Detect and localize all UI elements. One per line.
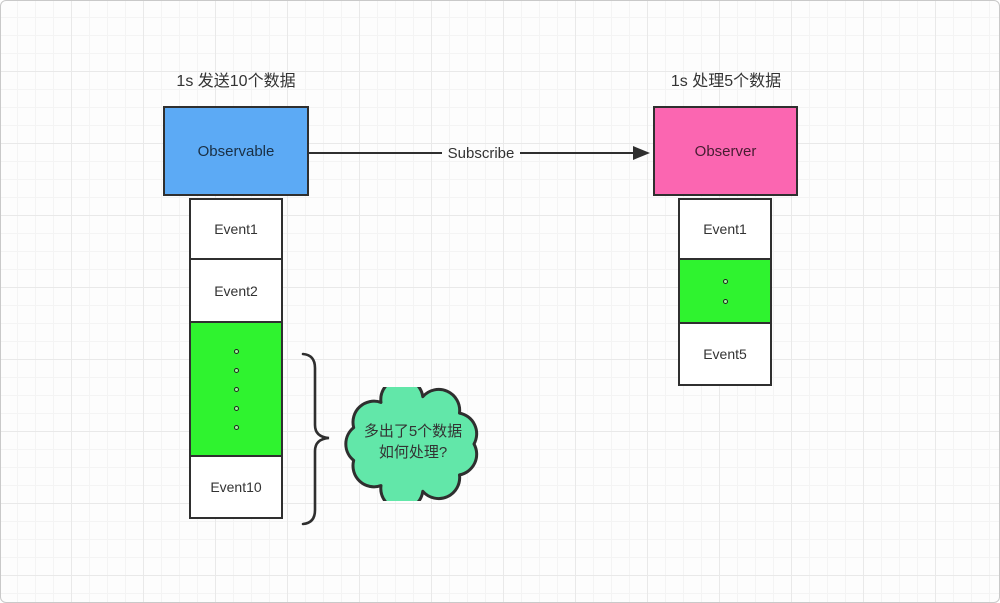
observer-box: Observer bbox=[653, 106, 798, 196]
right-event-5: Event5 bbox=[678, 322, 772, 386]
observable-caption: 1s 发送10个数据 bbox=[176, 73, 296, 90]
observer-caption: 1s 处理5个数据 bbox=[670, 73, 782, 90]
left-event-2: Event2 bbox=[189, 258, 283, 323]
subscribe-label: Subscribe bbox=[447, 145, 515, 162]
dot-icon bbox=[722, 299, 728, 304]
observer-label: Observer bbox=[694, 142, 757, 160]
subscribe-line-right bbox=[520, 152, 635, 155]
left-event-1-label: Event1 bbox=[214, 221, 258, 237]
left-event-10-label: Event10 bbox=[210, 479, 262, 495]
left-event-2-label: Event2 bbox=[214, 282, 258, 299]
cloud-annotation: 多出了5个数据 如何处理? bbox=[353, 421, 473, 463]
right-event-5-label: Event5 bbox=[703, 346, 747, 362]
cloud-annotation-line2: 如何处理? bbox=[378, 444, 448, 461]
observable-box: Observable bbox=[163, 106, 309, 196]
left-ellipsis-dots bbox=[189, 349, 283, 430]
dot-icon bbox=[233, 406, 239, 411]
dot-icon bbox=[233, 425, 239, 430]
thought-cloud bbox=[344, 387, 479, 501]
right-event-1: Event1 bbox=[678, 198, 772, 260]
cloud-annotation-line1: 多出了5个数据 bbox=[363, 423, 463, 440]
left-event-1: Event1 bbox=[189, 198, 283, 260]
subscribe-line-left bbox=[309, 152, 442, 155]
dot-icon bbox=[233, 387, 239, 392]
left-event-10: Event10 bbox=[189, 455, 283, 519]
dot-icon bbox=[233, 368, 239, 373]
dot-icon bbox=[722, 279, 728, 284]
right-ellipsis-dots bbox=[678, 279, 772, 304]
dot-icon bbox=[233, 349, 239, 354]
observable-label: Observable bbox=[197, 142, 275, 160]
curly-brace bbox=[301, 352, 330, 526]
right-overflow-box bbox=[678, 258, 772, 324]
right-event-1-label: Event1 bbox=[703, 221, 747, 237]
arrow-head-icon bbox=[633, 146, 650, 160]
